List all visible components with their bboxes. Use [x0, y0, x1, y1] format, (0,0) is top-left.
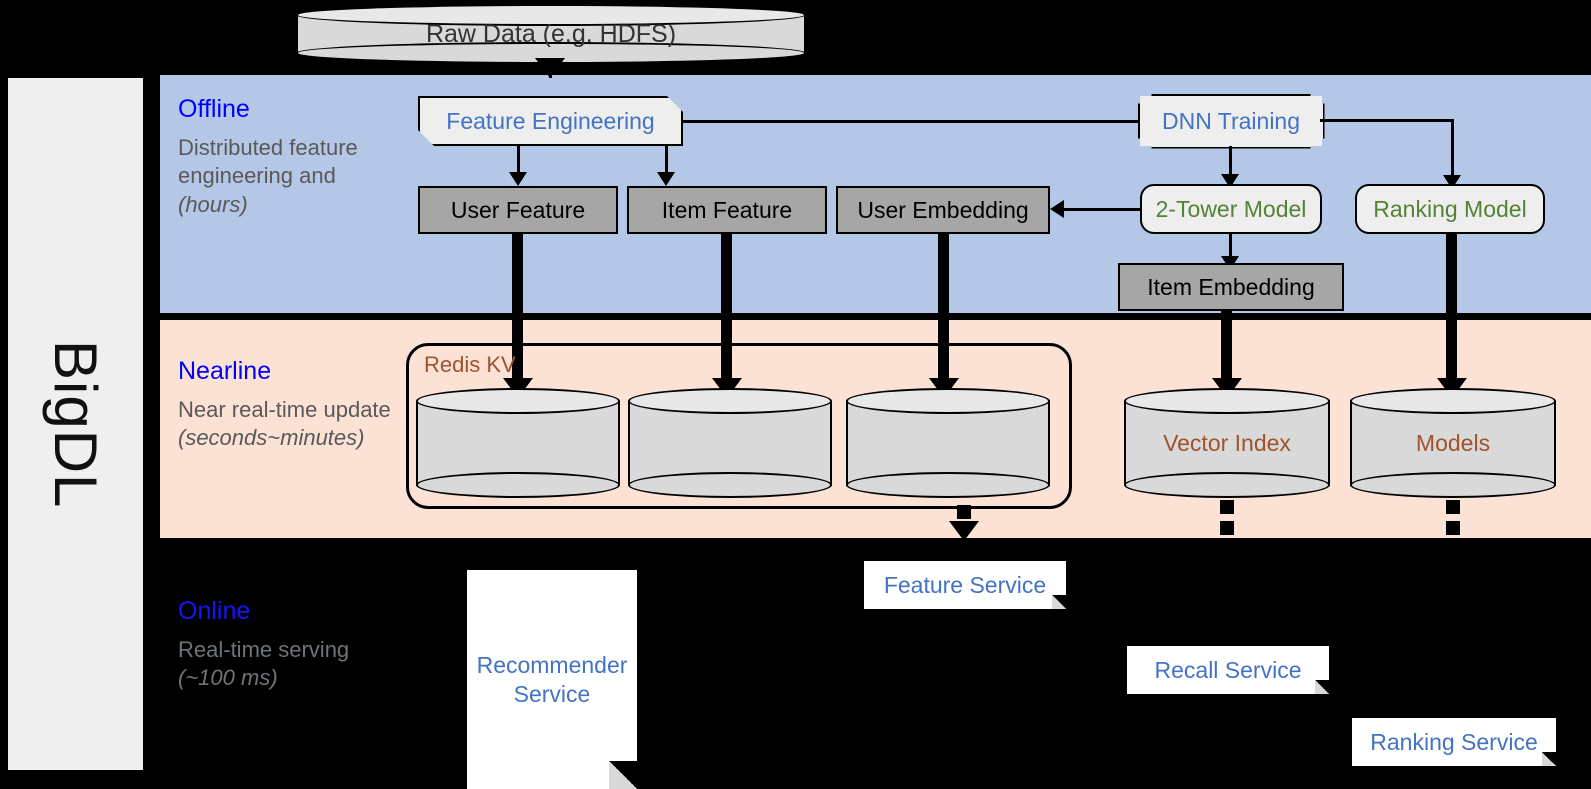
ranking-model-label: Ranking Model — [1373, 195, 1527, 222]
kv-store-label-1 — [416, 388, 620, 498]
connector-fe-dnn — [683, 120, 1140, 123]
pipe-rankingmodel-models — [1446, 234, 1457, 389]
cylinder-body — [1124, 401, 1330, 485]
dashdot-ranking-service-2 — [1446, 521, 1460, 535]
vector-index-label: Vector Index — [1163, 429, 1291, 456]
connector-fe-itemfeature — [665, 146, 668, 174]
raw-data-cylinder: Raw Data (e.g. HDFS) — [296, 4, 806, 64]
offline-title: Offline — [178, 95, 250, 123]
cylinder-body — [846, 401, 1050, 485]
user-embedding-box[interactable]: User Embedding — [836, 186, 1050, 234]
dashdot-ranking-service-1 — [1446, 500, 1460, 514]
cylinder-top — [1124, 388, 1330, 414]
connector-dnn-twotower — [1229, 146, 1232, 178]
cylinder-top — [296, 4, 806, 26]
cylinder-bottom — [846, 472, 1050, 498]
item-feature-box[interactable]: Item Feature — [627, 186, 827, 234]
online-description-italic: (~100 ms) — [178, 665, 278, 691]
vector-index-cylinder[interactable]: Vector Index — [1124, 388, 1330, 498]
arrowhead-feature-service — [949, 521, 979, 541]
arrowhead-fe-userfeature — [509, 172, 527, 186]
kv-store-label-2 — [628, 388, 832, 498]
arrowhead-rawdata-fe — [535, 58, 565, 78]
ranking-service-label: Ranking Service — [1370, 728, 1538, 755]
page-fold-icon — [1052, 595, 1066, 609]
kv-store-cylinder-2[interactable] — [628, 388, 832, 498]
item-embedding-box[interactable]: Item Embedding — [1118, 263, 1344, 311]
connector-dnn-ranking-v — [1451, 119, 1454, 179]
ranking-service-note[interactable]: Ranking Service — [1352, 718, 1556, 766]
raw-data-label: Raw Data (e.g. HDFS) — [425, 19, 677, 48]
offline-description-italic: (hours) — [178, 191, 248, 217]
page-fold-icon — [609, 761, 637, 789]
recommender-service-note[interactable]: Recommender Service — [467, 570, 637, 789]
connector-twotower-itemembedding — [1229, 234, 1232, 260]
cylinder-top — [846, 388, 1050, 414]
online-description: Real-time serving (~100 ms) — [178, 636, 408, 693]
offline-description: Distributed feature engineering and (hou… — [178, 134, 408, 220]
page-fold-icon — [1315, 680, 1329, 694]
recommender-service-label: Recommender Service — [476, 651, 628, 707]
user-embedding-label: User Embedding — [857, 196, 1029, 223]
ranking-model-box[interactable]: Ranking Model — [1355, 184, 1545, 234]
two-tower-model-label: 2-Tower Model — [1155, 195, 1307, 222]
online-band-label: Online Real-time serving (~100 ms) — [178, 597, 408, 693]
nearline-description: Near real-time update (seconds~minutes) — [178, 396, 408, 453]
item-embedding-label: Item Embedding — [1147, 273, 1315, 300]
kv-store-label-3 — [846, 388, 1050, 498]
kv-store-cylinder-1[interactable] — [416, 388, 620, 498]
models-cylinder[interactable]: Models — [1350, 388, 1556, 498]
arrowhead-fe-itemfeature — [657, 172, 675, 186]
nearline-description-italic: (seconds~minutes) — [178, 425, 365, 451]
nearline-band-label: Nearline Near real-time update (seconds~… — [178, 357, 408, 453]
feature-engineering-box[interactable]: Feature Engineering — [418, 96, 683, 146]
connector-fe-userfeature — [517, 146, 520, 174]
offline-band-label: Offline Distributed feature engineering … — [178, 95, 408, 220]
nearline-title: Nearline — [178, 357, 272, 385]
dashdot-recall-service-1 — [1220, 500, 1234, 514]
cylinder-bottom — [1350, 472, 1556, 498]
offline-description-text: Distributed feature engineering and — [178, 134, 358, 189]
two-tower-model-box[interactable]: 2-Tower Model — [1140, 184, 1322, 234]
feature-service-note[interactable]: Feature Service — [864, 561, 1066, 609]
cylinder-bottom — [416, 472, 620, 498]
dashdot-feature-service-1 — [957, 505, 971, 519]
dnn-training-box[interactable]: DNN Training — [1140, 96, 1322, 146]
redis-kv-group — [406, 343, 1072, 509]
cylinder-bottom — [628, 472, 832, 498]
pipe-itemfeature-store — [721, 234, 732, 389]
pipe-userfeature-store — [512, 234, 523, 389]
feature-service-label: Feature Service — [883, 571, 1047, 598]
pipe-itemembedding-vectorindex — [1221, 311, 1232, 389]
cylinder-top — [1350, 388, 1556, 414]
connector-twotower-userembedding — [1063, 208, 1141, 211]
nearline-description-text: Near real-time update — [178, 396, 391, 422]
pipe-userembedding-store — [938, 234, 949, 389]
models-label: Models — [1415, 429, 1491, 456]
user-feature-box[interactable]: User Feature — [418, 186, 618, 234]
cylinder-body — [1350, 401, 1556, 485]
recall-service-label: Recall Service — [1154, 656, 1302, 683]
kv-store-cylinder-3[interactable] — [846, 388, 1050, 498]
bigdl-rail: BigDL — [8, 78, 143, 770]
online-title: Online — [178, 597, 251, 625]
online-description-text: Real-time serving — [178, 636, 350, 662]
cylinder-body — [628, 401, 832, 485]
dashdot-recall-service-2 — [1220, 521, 1234, 535]
recall-service-note[interactable]: Recall Service — [1127, 646, 1329, 694]
bigdl-brand-text: BigDL — [42, 339, 109, 509]
arrowhead-twotower-userembedding — [1050, 200, 1064, 218]
user-feature-label: User Feature — [450, 196, 586, 223]
page-fold-icon — [1542, 752, 1556, 766]
cylinder-top — [416, 388, 620, 414]
feature-engineering-label: Feature Engineering — [446, 107, 655, 134]
cylinder-top — [628, 388, 832, 414]
bigdl-brand-label: BigDL — [8, 78, 143, 770]
cylinder-body — [416, 401, 620, 485]
item-feature-label: Item Feature — [661, 196, 793, 223]
dnn-training-label: DNN Training — [1161, 107, 1301, 134]
connector-dnn-ranking-h — [1320, 119, 1453, 122]
redis-kv-label: Redis KV — [424, 352, 516, 377]
cylinder-bottom — [1124, 472, 1330, 498]
